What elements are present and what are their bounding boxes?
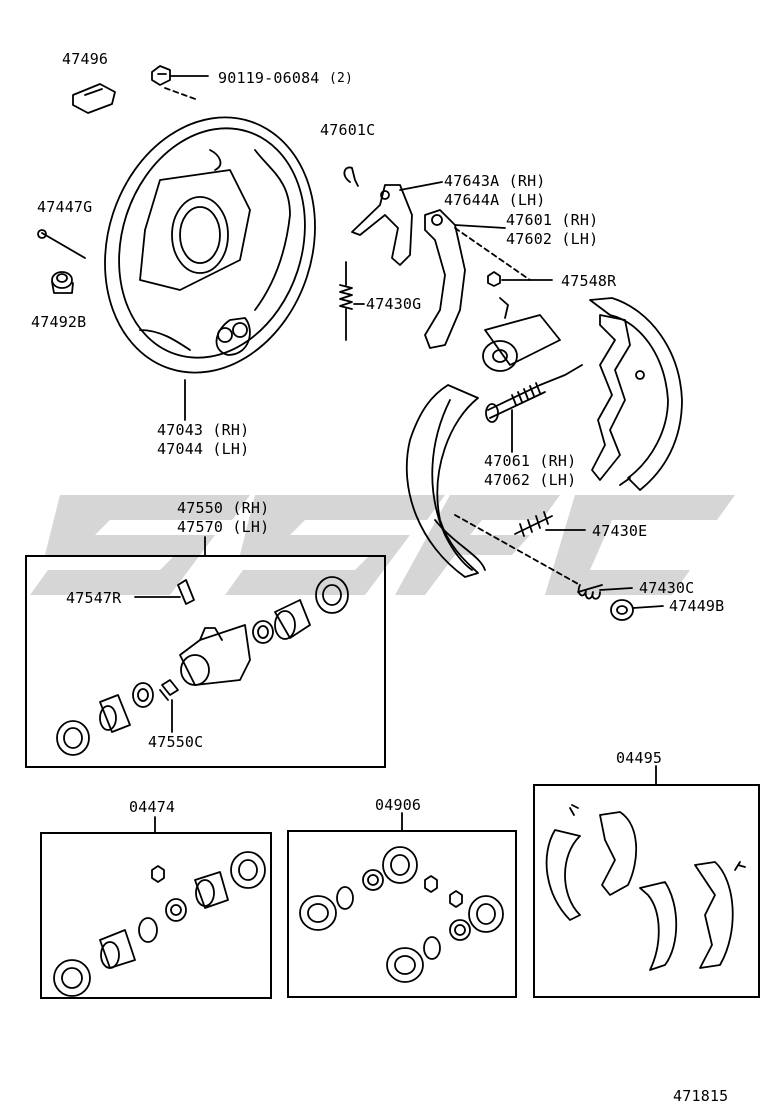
label-47430E: 47430E	[592, 522, 648, 540]
label-47643A: 47643A (RH)	[444, 172, 546, 190]
figure-number: 471815	[673, 1087, 729, 1105]
kit-04474-box	[40, 832, 272, 999]
spring-47430C	[577, 584, 603, 600]
label-47043: 47043 (RH)	[157, 421, 250, 439]
wheel-cylinder-upper	[482, 297, 561, 372]
backing-plate-47043	[104, 116, 316, 374]
label-47062: 47062 (LH)	[484, 471, 577, 489]
label-47492B: 47492B	[31, 313, 87, 331]
label-47044: 47044 (LH)	[157, 440, 250, 458]
label-47550: 47550 (RH)	[177, 499, 270, 517]
label-47496: 47496	[62, 50, 109, 68]
kit-04474-parts	[53, 851, 266, 997]
label-90119: 90119-06084	[218, 69, 320, 87]
label-90119-qty: (2)	[329, 71, 354, 86]
label-47430C: 47430C	[639, 579, 695, 597]
label-47548R: 47548R	[561, 272, 617, 290]
brake-shoe-right	[589, 297, 683, 491]
spring-47430E	[454, 511, 581, 586]
label-47601: 47601 (RH)	[506, 211, 599, 229]
brake-shoe-left	[405, 384, 486, 578]
label-47061: 47061 (RH)	[484, 452, 577, 470]
bolt-90119	[151, 65, 209, 101]
lever-47643A	[351, 184, 413, 266]
watermark-logo	[30, 495, 735, 595]
pin-47447G	[37, 229, 86, 259]
kit-04906-box	[287, 830, 517, 998]
label-04495: 04495	[616, 749, 663, 767]
clip-47601C	[343, 166, 359, 187]
label-47602: 47602 (LH)	[506, 230, 599, 248]
cup-47492B	[51, 271, 74, 294]
label-47550C: 47550C	[148, 733, 204, 751]
label-47430G: 47430G	[366, 295, 422, 313]
label-04474: 04474	[129, 798, 176, 816]
wheel-cylinder-exploded	[56, 576, 349, 756]
label-47547R: 47547R	[66, 589, 122, 607]
kit-04495-box	[533, 784, 760, 998]
washer-47449B	[610, 599, 634, 621]
label-47447G: 47447G	[37, 198, 93, 216]
spring-47430G	[339, 261, 353, 341]
label-04906: 04906	[375, 796, 422, 814]
kit-04495-parts	[545, 804, 746, 971]
leader-lines	[134, 181, 664, 833]
label-47644A: 47644A (LH)	[444, 191, 546, 209]
plug-47496	[72, 83, 116, 114]
nut-47548R	[454, 227, 531, 287]
label-47601C: 47601C	[320, 121, 376, 139]
adjuster-47061	[485, 364, 583, 423]
wheel-cylinder-box	[25, 555, 386, 768]
label-47570: 47570 (LH)	[177, 518, 270, 536]
label-47449B: 47449B	[669, 597, 725, 615]
kit-04906-parts	[299, 846, 504, 983]
